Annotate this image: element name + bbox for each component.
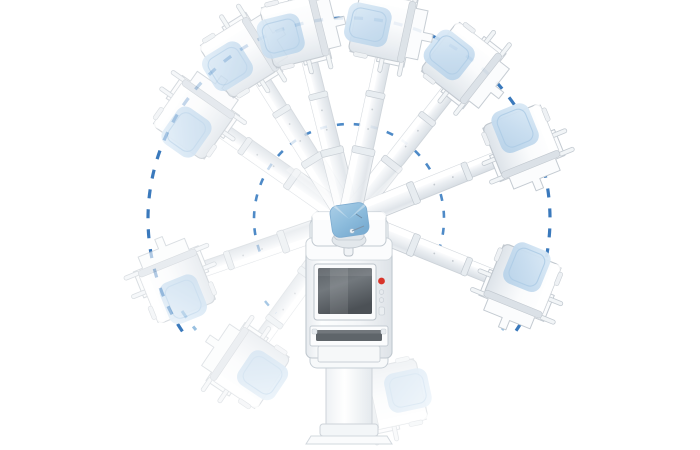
display-panel[interactable] bbox=[318, 268, 372, 314]
rotation-joint[interactable] bbox=[329, 202, 370, 249]
control-button-1[interactable] bbox=[378, 289, 385, 295]
console-lower-skirt bbox=[317, 345, 381, 363]
hub-cap[interactable] bbox=[329, 202, 370, 239]
inner-reach-arc bbox=[252, 122, 446, 252]
control-button-2[interactable] bbox=[378, 297, 385, 303]
light-rays bbox=[286, 164, 412, 219]
column-leg bbox=[325, 359, 373, 433]
control-button-3[interactable] bbox=[378, 306, 385, 316]
status-indicator bbox=[378, 277, 385, 285]
